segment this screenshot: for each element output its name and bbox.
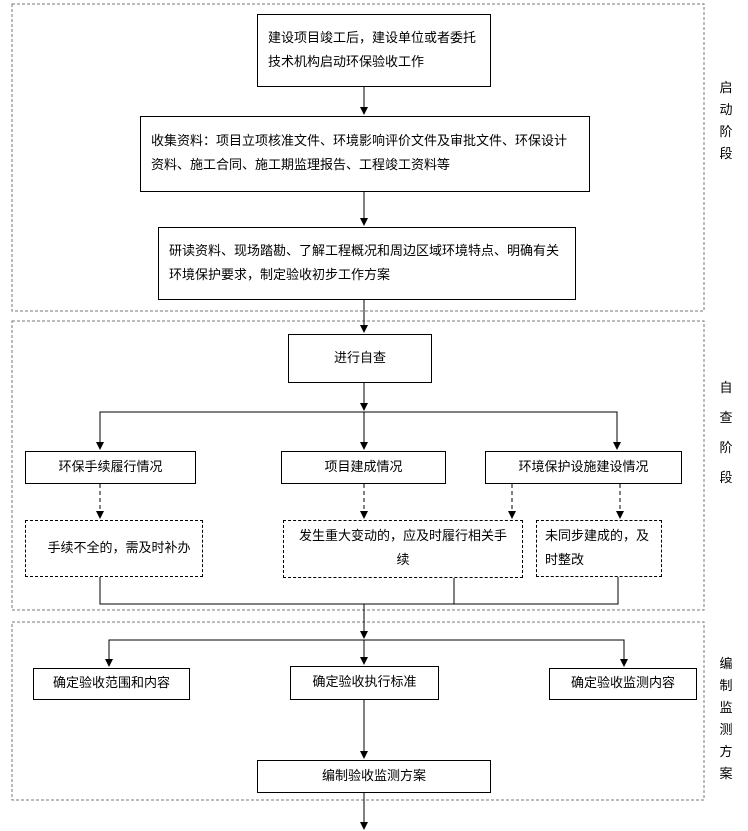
node-study-materials: 研读资料、现场踏勘、了解工程概况和周边区域环境特点、明确有关环境保护要求，制定验…: [158, 227, 576, 300]
node-monitoring-content: 确定验收监测内容: [549, 668, 697, 700]
node-env-facilities: 环境保护设施建设情况: [485, 451, 682, 484]
node-scope-content-text: 确定验收范围和内容: [52, 676, 170, 691]
node-project-status: 项目建成情况: [281, 451, 446, 484]
node-monitoring-plan-text: 编制验收监测方案: [321, 768, 426, 784]
node-collect-materials-text: 收集资料：项目立项核准文件、环境影响评价文件及审批文件、环保设计资料、施工合同、…: [151, 134, 568, 173]
node-env-procedures: 环保手续履行情况: [25, 451, 196, 484]
node-project-status-text: 项目建成情况: [324, 459, 403, 475]
node-env-facilities-text: 环境保护设施建设情况: [518, 459, 649, 475]
stage-frame-plan: [11, 621, 705, 801]
node-env-procedures-text: 环保手续履行情况: [58, 459, 163, 475]
stage-frame-start: [11, 3, 705, 312]
connector-split-plan: [108, 639, 625, 665]
stage-frame-self-check: [11, 320, 705, 611]
node-standards-text: 确定验收执行标准: [312, 675, 417, 690]
node-remedy-procedures: 手续不全的，需及时补办: [25, 520, 203, 577]
node-collect-materials: 收集资料：项目立项核准文件、环境影响评价文件及审批文件、环保设计资料、施工合同、…: [140, 116, 590, 192]
node-self-check: 进行自查: [288, 334, 432, 383]
node-start-acceptance: 建设项目竣工后，建设单位或者委托技术机构启动环保验收工作: [257, 14, 491, 87]
node-remedy-facilities: 未同步建成的，及时整改: [536, 520, 662, 577]
node-remedy-major-change-text: 发生重大变动的，应及时履行相关手续: [298, 529, 507, 568]
node-remedy-facilities-text: 未同步建成的，及时整改: [545, 528, 650, 568]
node-remedy-major-change: 发生重大变动的，应及时履行相关手续: [283, 520, 523, 578]
connector-split-checks: [99, 411, 618, 447]
stage-label-self-check: 自查阶段: [716, 374, 736, 494]
stage-label-start: 启动阶段: [719, 81, 733, 162]
node-self-check-text: 进行自查: [333, 350, 386, 366]
node-scope-content: 确定验收范围和内容: [33, 668, 190, 700]
node-start-acceptance-text: 建设项目竣工后，建设单位或者委托技术机构启动环保验收工作: [268, 30, 477, 70]
node-monitoring-content-text: 确定验收监测内容: [570, 676, 675, 691]
connector-merge: [99, 577, 619, 605]
node-study-materials-text: 研读资料、现场踏勘、了解工程概况和周边区域环境特点、明确有关环境保护要求，制定验…: [169, 243, 560, 283]
stage-label-plan: 编制监测方案: [719, 657, 733, 782]
node-monitoring-plan: 编制验收监测方案: [257, 760, 491, 793]
node-standards: 确定验收执行标准: [290, 666, 439, 700]
node-remedy-procedures-text: 手续不全的，需及时补办: [47, 540, 191, 556]
stage-label-self-check-text: 自查阶段: [719, 381, 733, 486]
